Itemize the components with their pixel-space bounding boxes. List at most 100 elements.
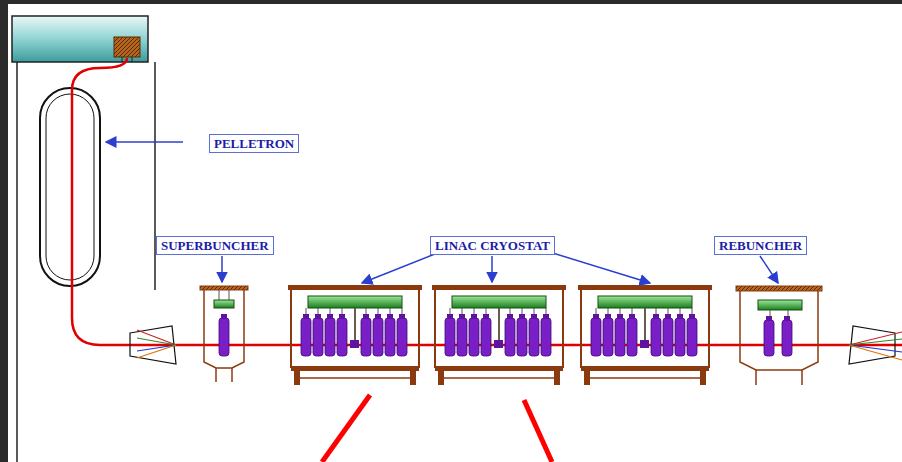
helium-vessel — [758, 300, 802, 310]
helium-vessel — [598, 296, 692, 308]
resonator-cap — [375, 314, 381, 319]
resonator-cap — [519, 314, 525, 319]
buncher-vessel — [740, 291, 818, 370]
resonator — [373, 318, 383, 356]
ion-beam — [72, 58, 902, 345]
cryostat-leg — [410, 371, 416, 385]
resonator-cap — [677, 314, 683, 319]
resonator-cap — [766, 316, 772, 321]
resonator — [591, 318, 601, 356]
resonator — [325, 318, 335, 356]
buncher-lid — [200, 286, 248, 290]
label-box: SUPERBUNCHER — [156, 236, 274, 255]
resonator — [457, 318, 467, 356]
label-box: LINAC CRYOSTAT — [430, 236, 555, 255]
resonator-cap — [221, 314, 227, 319]
resonator-cap — [387, 314, 393, 319]
helium-vessel — [452, 296, 546, 308]
resonator-cap — [629, 314, 635, 319]
helium-vessel — [308, 296, 402, 308]
resonator — [505, 318, 515, 356]
resonator-cap — [653, 314, 659, 319]
resonator-cap — [447, 314, 453, 319]
cryostat-leg — [554, 371, 560, 385]
resonator — [651, 318, 661, 356]
resonator-cap — [303, 314, 309, 319]
cryostat-wall — [708, 290, 710, 368]
resonator — [615, 318, 625, 356]
cryostat-base — [444, 377, 554, 379]
resonator — [219, 318, 229, 356]
cryostat-wall — [562, 290, 564, 368]
cryostat-leg — [700, 371, 706, 385]
resonator-cap — [617, 314, 623, 319]
resonator-cap — [543, 314, 549, 319]
cryostat-leg — [294, 371, 300, 385]
resonator-cap — [399, 314, 405, 319]
terminal — [12, 16, 148, 62]
label-text: REBUNCHER — [719, 238, 802, 253]
resonator — [663, 318, 673, 356]
resonator-cap — [363, 314, 369, 319]
support-rod — [354, 308, 356, 344]
resonator — [627, 318, 637, 356]
resonator — [481, 318, 491, 356]
resonator — [469, 318, 479, 356]
resonator — [687, 318, 697, 356]
buncher-lid — [736, 286, 822, 291]
resonator — [385, 318, 395, 356]
helium-vessel — [214, 300, 234, 308]
leader-arrow — [106, 142, 778, 283]
cryostat-wall — [418, 290, 420, 368]
resonator — [782, 320, 792, 356]
support-rod — [644, 308, 646, 344]
cryostat-lid — [288, 285, 422, 290]
resonator — [445, 318, 455, 356]
cryostat-floor — [291, 366, 419, 371]
resonator — [603, 318, 613, 356]
cryostat-lid — [432, 285, 566, 290]
support-block — [494, 340, 503, 348]
resonator — [337, 318, 347, 356]
resonator-cap — [531, 314, 537, 319]
resonator-cap — [784, 316, 790, 321]
resonator — [764, 320, 774, 356]
support-rod — [498, 308, 500, 344]
cryostat-floor — [581, 366, 709, 371]
resonator — [529, 318, 539, 356]
cryostat-floor — [435, 366, 563, 371]
resonator-cap — [689, 314, 695, 319]
resonator — [361, 318, 371, 356]
resonator-cap — [315, 314, 321, 319]
label-box: PELLETRON — [209, 134, 299, 153]
resonator — [675, 318, 685, 356]
resonator — [313, 318, 323, 356]
ion-source — [114, 37, 140, 57]
resonator-cap — [593, 314, 599, 319]
pointer-line — [322, 395, 370, 462]
resonator-cap — [459, 314, 465, 319]
resonator-cap — [507, 314, 513, 319]
resonator — [301, 318, 311, 356]
cryostat-leg — [438, 371, 444, 385]
label-box: REBUNCHER — [714, 236, 807, 255]
pelletron-tank — [40, 88, 100, 286]
pointer-line — [524, 400, 552, 462]
cryostat-wall — [290, 290, 292, 368]
cryostat-wall — [580, 290, 582, 368]
support-block — [350, 340, 359, 348]
cryostat-base — [300, 377, 410, 379]
resonator — [397, 318, 407, 356]
cryostat-base — [590, 377, 700, 379]
resonator — [517, 318, 527, 356]
label-text: LINAC CRYOSTAT — [435, 238, 550, 253]
label-text: PELLETRON — [214, 136, 294, 151]
support-block — [640, 340, 649, 348]
cryostat-leg — [584, 371, 590, 385]
resonator-cap — [327, 314, 333, 319]
label-text: SUPERBUNCHER — [161, 238, 269, 253]
resonator-cap — [471, 314, 477, 319]
resonator — [541, 318, 551, 356]
cryostat-wall — [434, 290, 436, 368]
